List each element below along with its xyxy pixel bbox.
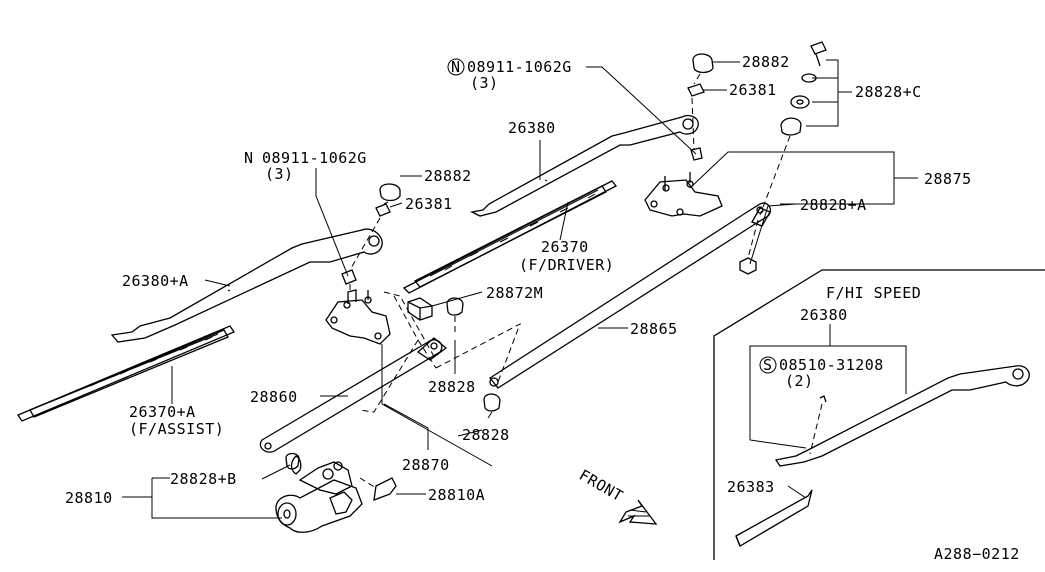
label-linkage-upper: 28875 (924, 170, 972, 188)
long-link-rod (489, 202, 772, 389)
leader-lines (122, 59, 918, 519)
driver-pivot-bracket (644, 147, 723, 217)
hispeed-fin (735, 489, 813, 547)
label-blade-driver: 26370 (541, 238, 589, 256)
upper-cap-nut-stack (687, 41, 827, 259)
label-rod-long: 28865 (630, 320, 678, 338)
label-kit-c: 28828+C (855, 83, 922, 101)
hispeed-wiper-arm (774, 365, 1030, 467)
label-cap-upper: 28882 (742, 53, 790, 71)
wiper-motor (275, 452, 397, 533)
label-hispeed-arm: 26380 (800, 306, 848, 324)
svg-text:S: S (763, 356, 773, 374)
label-nut-upper: 26381 (729, 81, 777, 99)
assist-pivot-bracket (325, 183, 401, 345)
label-blade-driver-note: (F/DRIVER) (519, 256, 614, 274)
label-arm-assist: 26380+A (122, 272, 189, 290)
bushings (446, 297, 501, 412)
circled-n-icon: N (447, 58, 465, 76)
label-nut-lower: 26381 (405, 195, 453, 213)
clip-part (407, 297, 433, 321)
label-cap-lower: 28882 (424, 167, 472, 185)
label-blade-assist-note: (F/ASSIST) (129, 420, 224, 438)
label-motor-bolt: 28810A (428, 486, 485, 504)
label-n-part-upper: 08911-1062G (467, 58, 572, 76)
label-clip: 28872M (486, 284, 543, 302)
label-kit-a: 28828+A (800, 196, 867, 214)
label-bush-2: 28828 (462, 426, 510, 444)
linkage-outline (359, 291, 521, 413)
label-blade-assist: 26370+A (129, 403, 196, 421)
short-link-rod (259, 337, 448, 453)
label-s-part-qty: (2) (785, 372, 814, 390)
svg-text:N: N (451, 58, 461, 76)
label-hispeed-title: F/HI SPEED (826, 284, 921, 302)
label-n-prefix-lower: N (244, 149, 254, 167)
circled-s-icon: S (759, 356, 777, 374)
label-rod-short: 28860 (250, 388, 298, 406)
label-kit-b: 28828+B (170, 470, 237, 488)
label-drawing-code: A288−0212 (934, 545, 1020, 563)
front-arrow-icon (618, 499, 658, 525)
label-s-part: 08510-31208 (779, 356, 884, 374)
label-front: FRONT (576, 466, 626, 505)
label-n-part-upper-qty: (3) (470, 74, 499, 92)
label-n-part-lower: 08911-1062G (262, 149, 367, 167)
label-linkage-assy: 28870 (402, 456, 450, 474)
driver-wiper-arm (469, 114, 699, 217)
hispeed-frame (713, 269, 1045, 560)
driver-wiper-blade (402, 180, 618, 294)
assist-wiper-blade (17, 325, 235, 422)
label-n-part-lower-qty: (3) (265, 165, 294, 183)
label-motor: 28810 (65, 489, 113, 507)
label-hispeed-fin: 26383 (727, 478, 775, 496)
label-bush-1: 28828 (428, 378, 476, 396)
label-arm-driver: 26380 (508, 119, 556, 137)
